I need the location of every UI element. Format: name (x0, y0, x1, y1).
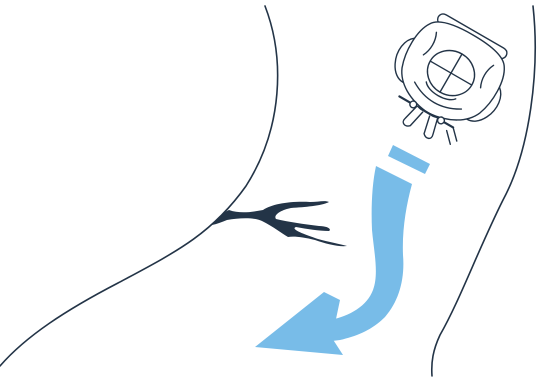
trail-edge-left (0, 6, 278, 366)
hiker-with-cap-icon (368, 3, 524, 160)
curved-direction-arrow (255, 145, 430, 355)
fallen-branch-icon (212, 201, 347, 246)
